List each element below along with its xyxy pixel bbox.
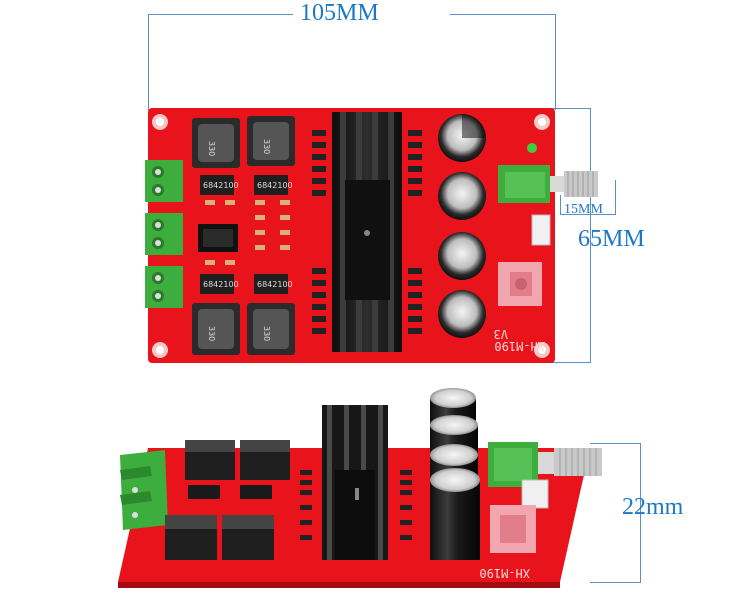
chip-marking: 6842100 <box>203 181 239 190</box>
height-guide-bottom <box>540 362 590 363</box>
pin-header <box>531 214 551 246</box>
knob-dimension-label: 15MM <box>564 202 603 217</box>
ic-chip: 6842100 <box>254 175 293 195</box>
depth-guide-bottom <box>590 582 640 583</box>
ic-chip: 6842100 <box>200 175 239 195</box>
knob-guide-left <box>560 195 561 215</box>
capacitor <box>438 114 486 162</box>
width-guide-top-left <box>148 14 293 15</box>
inductor-marking: 330 <box>262 326 271 341</box>
inductor: 330 <box>192 303 240 355</box>
height-guide-top <box>540 108 590 109</box>
knob-guide-right <box>615 180 616 215</box>
inductor-marking: 330 <box>207 326 216 341</box>
height-dimension-label: 65MM <box>578 226 645 252</box>
depth-guide-top <box>590 443 640 444</box>
height-guide <box>590 108 591 363</box>
inductor: 330 <box>247 116 295 166</box>
heatsink <box>332 112 402 352</box>
chip-marking: 6842100 <box>257 280 293 289</box>
width-guide-right <box>555 14 556 110</box>
ic-chip: 6842100 <box>254 274 293 294</box>
chip-marking: 6842100 <box>203 280 239 289</box>
screw-terminal <box>145 266 183 308</box>
screw-terminal <box>145 213 183 255</box>
inductor-marking: 330 <box>262 139 271 154</box>
capacitor <box>438 172 486 220</box>
inductor: 330 <box>247 303 295 355</box>
ic-chip: 6842100 <box>200 274 239 294</box>
volume-potentiometer <box>498 165 598 203</box>
inductor: 330 <box>192 118 240 168</box>
width-dimension-label: 105MM <box>300 0 379 26</box>
knob-guide-bottom <box>560 214 615 215</box>
model-silkscreen: XH-M190 <box>494 339 545 353</box>
capacitor <box>438 232 486 280</box>
chip-marking: 6842100 <box>257 181 293 190</box>
screw-terminal <box>145 160 183 202</box>
audio-jack <box>498 262 542 306</box>
width-guide-left <box>148 14 149 110</box>
depth-guide <box>640 443 641 583</box>
version-silkscreen: V3 <box>494 327 508 341</box>
power-led <box>527 143 537 153</box>
capacitor <box>438 290 486 338</box>
smd-column-left <box>312 130 326 334</box>
mounting-holes <box>152 114 550 358</box>
smd-components <box>205 200 290 265</box>
width-guide-top-right <box>450 14 555 15</box>
depth-dimension-label: 22mm <box>622 494 684 520</box>
inductor-marking: 330 <box>207 141 216 156</box>
smd-column-right <box>408 130 422 334</box>
